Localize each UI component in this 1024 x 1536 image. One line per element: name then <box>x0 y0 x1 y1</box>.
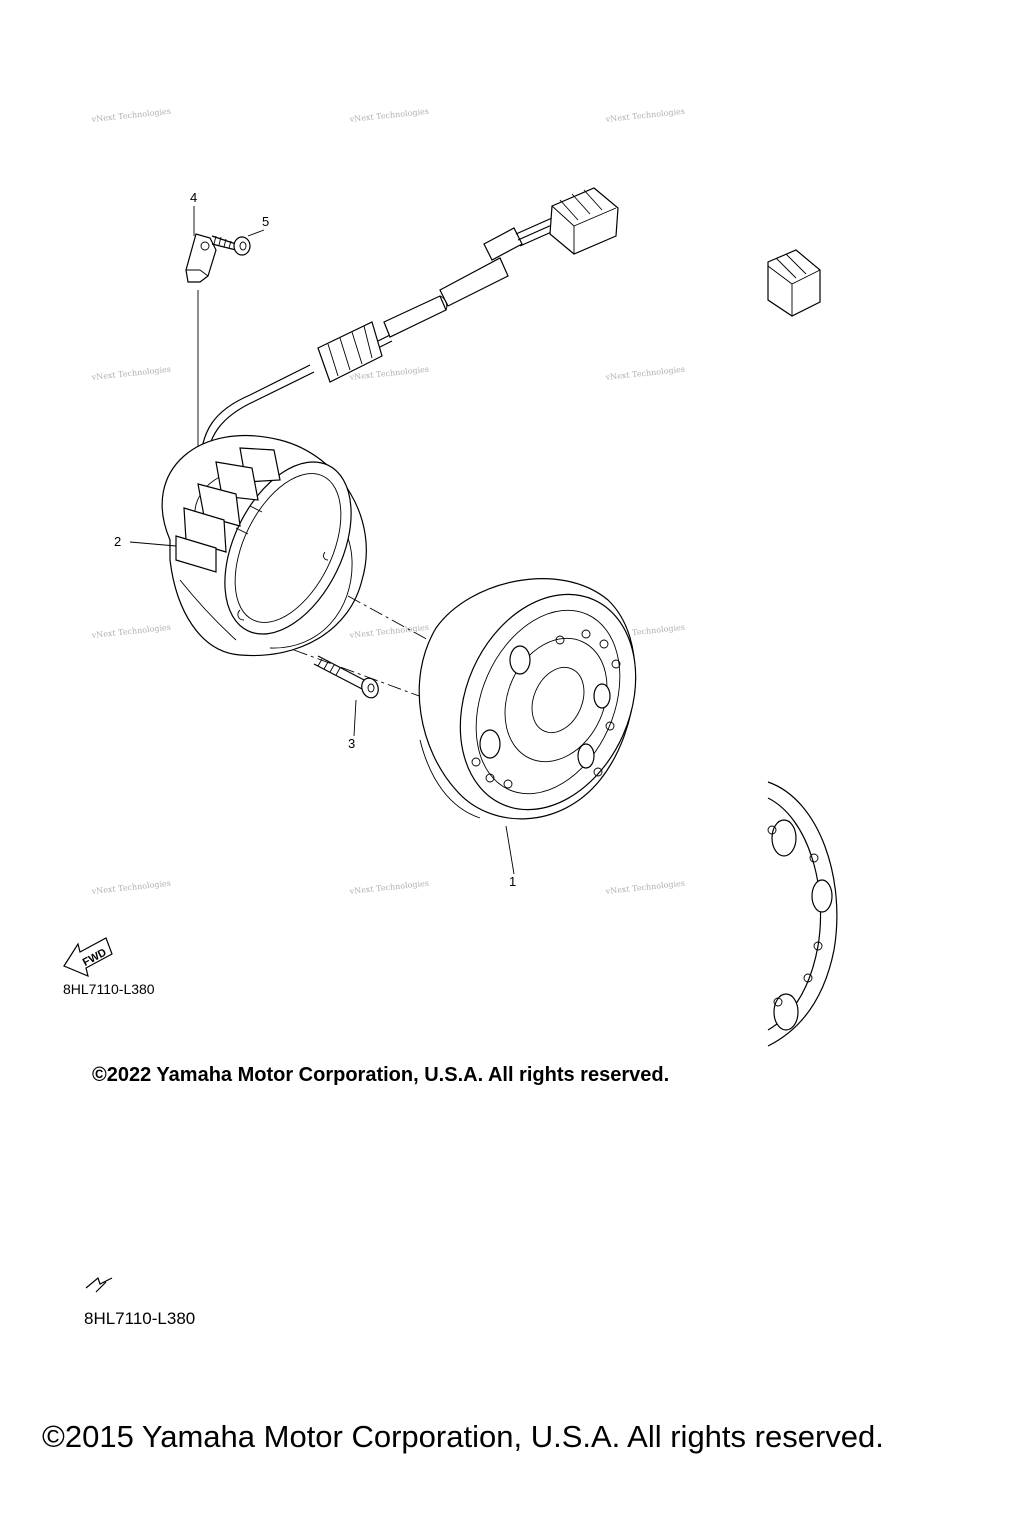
callout-label-2: 2 <box>114 534 121 549</box>
part-code-secondary: 8HL7110-L380 <box>84 1309 196 1328</box>
callout-label-1: 1 <box>509 874 516 889</box>
leader-lines <box>129 206 515 875</box>
rotor-detail-crop <box>767 781 838 1047</box>
callout-label-3: 3 <box>348 736 355 751</box>
screw-part-5 <box>211 235 251 256</box>
part-code-primary: 8HL7110-L380 <box>63 981 155 997</box>
callout-label-4: 4 <box>190 190 197 205</box>
watermark: vNext Technologies <box>90 879 171 896</box>
watermark: vNext Technologies <box>90 107 171 124</box>
rotor-part-1 <box>418 578 637 820</box>
fwd-arrow-icon: FWD <box>63 937 113 978</box>
watermark: vNext Technologies <box>604 879 685 896</box>
connector-detail-crop <box>767 249 821 317</box>
bolt-part-3 <box>313 655 379 699</box>
callout-label-5: 5 <box>262 214 269 229</box>
fwd-arrow-secondary-icon <box>85 1276 113 1293</box>
stator-part-2 <box>161 435 367 657</box>
watermark: vNext Technologies <box>90 365 171 382</box>
watermark: vNext Technologies <box>604 107 685 124</box>
bracket-part-4 <box>185 233 217 468</box>
alignment-lines <box>293 595 433 701</box>
watermark: vNext Technologies <box>90 623 171 640</box>
watermark: vNext Technologies <box>348 107 429 124</box>
copyright-primary: ©2022 Yamaha Motor Corporation, U.S.A. A… <box>92 1064 670 1086</box>
wire-grommet <box>317 321 383 383</box>
watermark: vNext Technologies <box>348 623 429 640</box>
harness-connector <box>549 187 619 255</box>
copyright-secondary: ©2015 Yamaha Motor Corporation, U.S.A. A… <box>42 1419 884 1454</box>
watermark: vNext Technologies <box>604 365 685 382</box>
wire-harness <box>199 217 557 471</box>
watermark: vNext Technologies <box>348 879 429 896</box>
